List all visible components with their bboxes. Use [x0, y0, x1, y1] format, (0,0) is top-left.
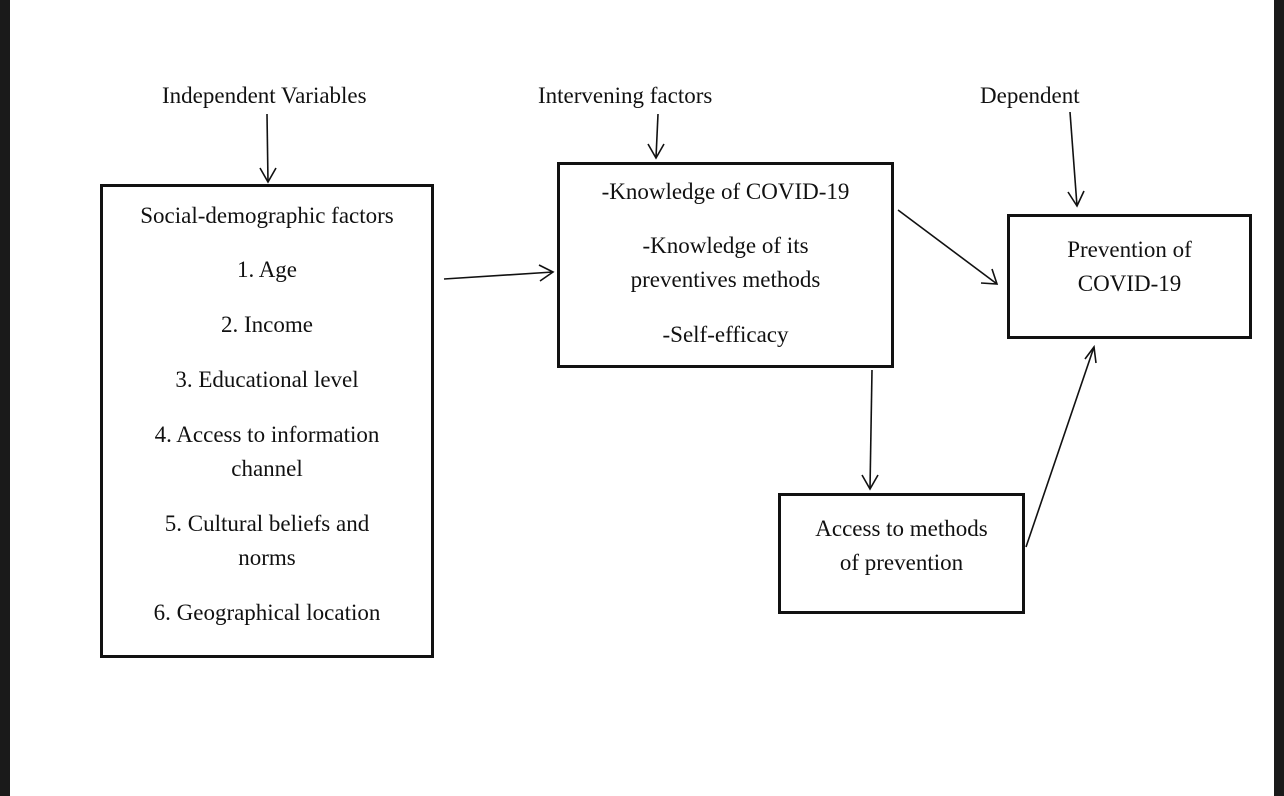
knowledge-methods-text-cont: preventives methods: [630, 267, 821, 292]
social-item-cultural-beliefs: 5. Cultural beliefs and: [164, 511, 370, 536]
social-item-age: 1. Age: [236, 257, 298, 282]
knowledge-covid-text: -Knowledge of COVID-19: [601, 179, 850, 204]
arrow-knowledge-to-access: [861, 369, 879, 491]
knowledge-box: -Knowledge of COVID-19 -Knowledge of its…: [557, 162, 894, 368]
social-item-access-information-cont: channel: [231, 456, 303, 481]
social-item-cultural-beliefs-cont: norms: [238, 545, 296, 570]
arrow-access-to-prevention: [1025, 344, 1097, 548]
prevention-text-line2: COVID-19: [1077, 271, 1182, 296]
prevention-text-line1: Prevention of: [1067, 237, 1192, 262]
access-methods-box: Access to methods of prevention: [778, 493, 1025, 614]
social-demographic-title: Social-demographic factors: [140, 203, 394, 228]
arrow-knowledge-to-prevention: [897, 209, 999, 285]
independent-variables-label: Independent Variables: [162, 83, 367, 108]
arrow-social-to-knowledge: [443, 264, 555, 282]
access-methods-text-line1: Access to methods: [815, 516, 988, 541]
social-item-access-information: 4. Access to information: [154, 422, 380, 447]
social-demographic-box: Social-demographic factors 1. Age 2. Inc…: [100, 184, 434, 658]
dependent-label: Dependent: [980, 83, 1080, 108]
intervening-factors-label: Intervening factors: [538, 83, 713, 108]
social-item-educational-level: 3. Educational level: [175, 367, 359, 392]
prevention-box: Prevention of COVID-19: [1007, 214, 1252, 339]
arrow-intervening-to-knowledge: [647, 113, 665, 160]
arrow-independent-to-social: [259, 113, 277, 184]
social-item-income: 2. Income: [221, 312, 313, 337]
arrow-dependent-to-prevention: [1067, 111, 1085, 208]
access-methods-text-line2: of prevention: [839, 550, 964, 575]
self-efficacy-text: -Self-efficacy: [662, 322, 789, 347]
social-item-geographical-location: 6. Geographical location: [153, 600, 381, 625]
knowledge-methods-text: -Knowledge of its: [642, 233, 809, 258]
